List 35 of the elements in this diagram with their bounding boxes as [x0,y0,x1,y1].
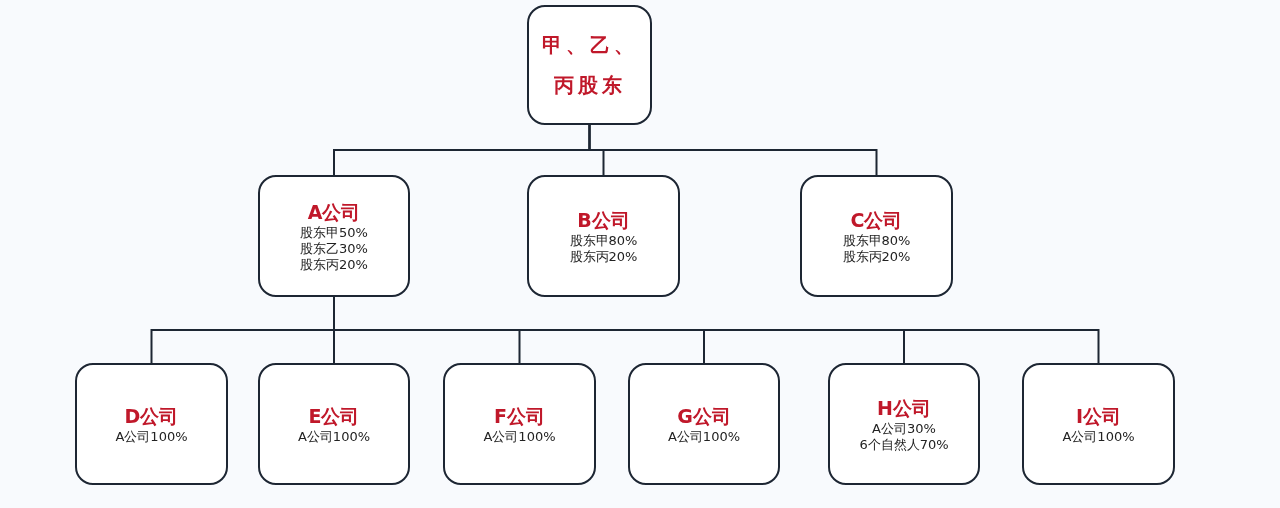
company-box [258,363,410,485]
company-box [75,363,228,485]
shareholding-text: A公司100% [115,429,188,445]
shareholding-text: 股东甲50% [300,225,368,241]
company-name: 甲、乙、丙股东 [541,32,638,99]
company-name: I公司 [1075,404,1122,429]
connector-line [588,124,878,176]
shareholding-text: A公司100% [667,429,741,445]
company-box [258,175,410,297]
shareholding-text: A公司30% [872,421,936,437]
shareholding-text: 股东丙20% [842,249,911,265]
shareholding-text: A公司100% [297,429,371,445]
company-box [443,363,596,485]
company-box [628,363,780,485]
shareholding-text: A公司100% [1062,429,1135,445]
company-name: D公司 [124,404,179,429]
company-box [527,175,680,297]
company-box [1022,363,1175,485]
company-name: B公司 [577,208,630,233]
shareholding-text: 股东甲80% [842,233,911,249]
company-name: H公司 [877,396,931,421]
company-name: C公司 [850,208,903,233]
shareholding-text: 股东丙20% [569,249,638,265]
shareholding-text: 股东丙20% [300,257,368,273]
shareholding-text: 股东乙30% [300,241,368,257]
company-name: E公司 [308,404,360,429]
company-box [800,175,953,297]
company-name: A公司 [307,200,361,225]
company-name: G公司 [677,404,731,429]
shareholding-text: 股东甲80% [569,233,638,249]
shareholding-text: 6个自然人70% [859,437,949,453]
company-box [828,363,980,485]
shareholding-text: A公司100% [483,429,556,445]
company-name: F公司 [494,404,545,429]
shareholder-box [527,5,652,125]
